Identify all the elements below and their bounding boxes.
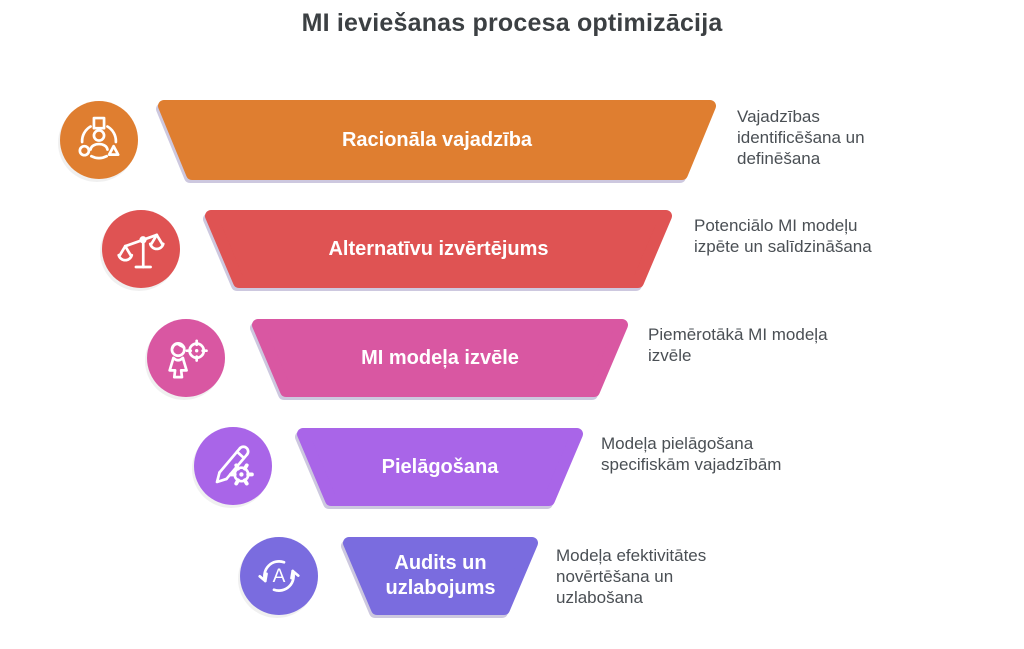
page-title: MI ieviešanas procesa optimizācija: [301, 9, 723, 37]
stage-description: Vajadzības identificēšana un definēšana: [737, 107, 865, 168]
pencil-gear-icon: [194, 427, 272, 505]
stage-description: Potenciālo MI modeļu izpēte un salīdzinā…: [694, 216, 872, 256]
stage-bar: [158, 100, 716, 180]
stage-description: Piemērotākā MI modeļa izvēle: [648, 325, 828, 365]
person-network-icon: [60, 101, 138, 179]
person-target-icon: [147, 319, 225, 397]
refresh-icon-letter: A: [273, 566, 286, 587]
stage-bar: [297, 428, 583, 506]
balance-scale-icon: [102, 210, 180, 288]
stage-description: Modeļa efektivitātes novērtēšana un uzla…: [556, 546, 707, 607]
refresh-cycle-icon: A: [240, 537, 318, 615]
stage-description: Modeļa pielāgošana specifiskām vajadzībā…: [601, 434, 782, 474]
stage-bar: [252, 319, 628, 397]
stage-bar: [343, 537, 538, 615]
stage-bar: [205, 210, 672, 288]
